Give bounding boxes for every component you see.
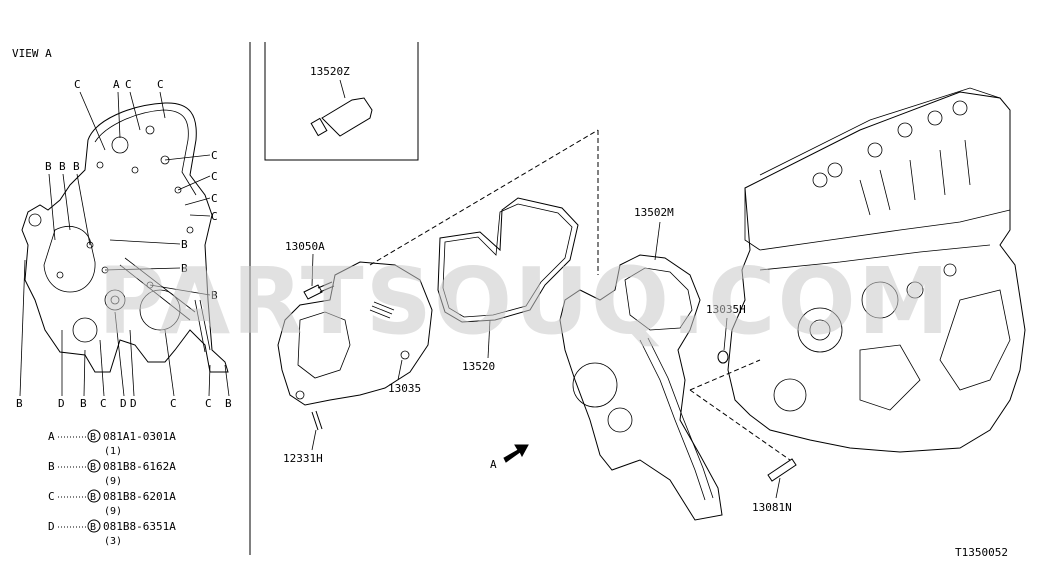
callout-label: C	[205, 397, 212, 410]
sealant-box-13520z: 13520Z	[264, 42, 419, 161]
part-label-13081n: 13081N	[752, 501, 792, 514]
callout-label: D	[130, 397, 137, 410]
view-title: VIEW A	[12, 47, 52, 60]
legend-key: D	[48, 520, 55, 533]
callout-label: C	[170, 397, 177, 410]
part-label-13502m: 13502M	[634, 206, 674, 219]
callout-label: B	[45, 160, 52, 173]
timing-chain-case-13035	[277, 261, 433, 406]
part-label-13035: 13035	[388, 382, 421, 395]
callout-label: B	[80, 397, 87, 410]
sealant-tube-icon	[321, 97, 373, 137]
view-arrow-a: A	[490, 444, 529, 471]
legend-key: A	[48, 430, 55, 443]
callout-label: C	[74, 78, 81, 91]
callout-label: C	[211, 149, 218, 162]
callout-label: D	[120, 397, 127, 410]
callout-label: C	[211, 170, 218, 183]
callout-label: C	[125, 78, 132, 91]
callout-label: C	[211, 192, 218, 205]
callout-label: B	[225, 397, 232, 410]
arrow-icon	[503, 444, 529, 463]
callout-label: C	[100, 397, 107, 410]
legend-circle-mark: B	[90, 522, 96, 533]
engine-block	[727, 87, 1026, 453]
bolt-callouts: A C C C C B B B C C C B B B B D B C D D …	[16, 78, 232, 410]
callout-label: B	[73, 160, 80, 173]
diagram-code: T1350052	[955, 546, 1008, 559]
part-label-13050a: 13050A	[285, 240, 325, 253]
callout-label: B	[181, 238, 188, 251]
callout-label: B	[181, 262, 188, 275]
stud-12331h	[311, 410, 323, 431]
bolt-13050a	[303, 281, 335, 300]
legend-qty: (3)	[104, 536, 122, 547]
front-cover-outline-view-a	[21, 102, 229, 373]
callout-leaders	[19, 91, 230, 397]
callout-label: B	[211, 289, 218, 302]
part-label-12331h: 12331H	[283, 452, 323, 465]
legend-circle-mark: B	[90, 432, 96, 443]
callout-label: B	[16, 397, 23, 410]
legend-row-b: B B 081B8-6162A (9)	[48, 459, 176, 487]
dowel-pin-13081n	[767, 458, 797, 482]
legend-qty: (9)	[104, 506, 122, 517]
callout-label: A	[113, 78, 120, 91]
legend-row-a: A B 081A1-0301A (1)	[48, 429, 176, 457]
legend-qty: (9)	[104, 476, 122, 487]
legend-part-number: 081B8-6351A	[103, 520, 176, 533]
legend-part-number: 081A1-0301A	[103, 430, 176, 443]
arrow-label-a: A	[490, 458, 497, 471]
legend-circle-mark: B	[90, 492, 96, 503]
legend-key: C	[48, 490, 55, 503]
gasket-13520	[437, 197, 579, 323]
assembly-dash-lines	[369, 129, 791, 461]
part-label-13520z: 13520Z	[310, 65, 350, 78]
legend-row-c: C B 081B8-6201A (9)	[48, 489, 176, 517]
legend-key: B	[48, 460, 55, 473]
part-label-13520: 13520	[462, 360, 495, 373]
seal-ring-13035h	[717, 350, 729, 364]
legend-circle-mark: B	[90, 462, 96, 473]
legend-row-d: D B 081B8-6351A (3)	[48, 519, 176, 547]
callout-label: B	[59, 160, 66, 173]
callout-label: C	[157, 78, 164, 91]
front-cover-13502m	[559, 254, 723, 521]
legend-qty: (1)	[104, 446, 122, 457]
part-label-13035h: 13035H	[706, 303, 746, 316]
legend-part-number: 081B8-6201A	[103, 490, 176, 503]
watermark-logo: PARTSOUQ.COM	[98, 248, 951, 355]
legend-part-number: 081B8-6162A	[103, 460, 176, 473]
bolt-legend: A B 081A1-0301A (1) B B 081B8-6162A (9) …	[48, 429, 176, 547]
callout-label: C	[211, 210, 218, 223]
callout-label: D	[58, 397, 65, 410]
